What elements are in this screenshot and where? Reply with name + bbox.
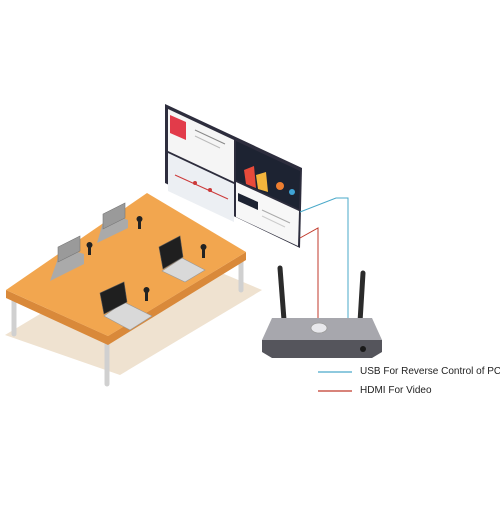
microphone-icon — [202, 248, 205, 258]
screen-panel-2 — [236, 141, 300, 209]
table-edge — [6, 252, 246, 345]
laptop-back-right — [97, 202, 143, 243]
laptop-icon — [57, 235, 81, 263]
screen-panel-4 — [236, 182, 299, 246]
microphone-icon — [145, 291, 148, 301]
microphone-icon — [88, 246, 91, 255]
laptop-front-left — [99, 281, 153, 331]
legend-usb-label: USB For Reverse Control of PC — [360, 366, 500, 377]
laptop-icon — [99, 281, 128, 315]
video-wall-icon — [165, 104, 302, 248]
antenna-icon — [357, 270, 366, 325]
cable-hdmi — [299, 227, 319, 318]
laptop-front-right — [158, 235, 207, 283]
microphone-icon — [138, 220, 141, 229]
cable-usb — [299, 197, 349, 318]
legend-hdmi-label: HDMI For Video — [360, 385, 432, 396]
laptop-icon — [158, 235, 184, 270]
laptop-icon — [102, 202, 126, 230]
wireless-receiver-icon — [262, 265, 382, 358]
laptop-back-left — [50, 235, 93, 281]
antenna-icon — [277, 265, 287, 323]
screen-panel-3 — [168, 153, 234, 222]
table-top — [6, 193, 246, 336]
